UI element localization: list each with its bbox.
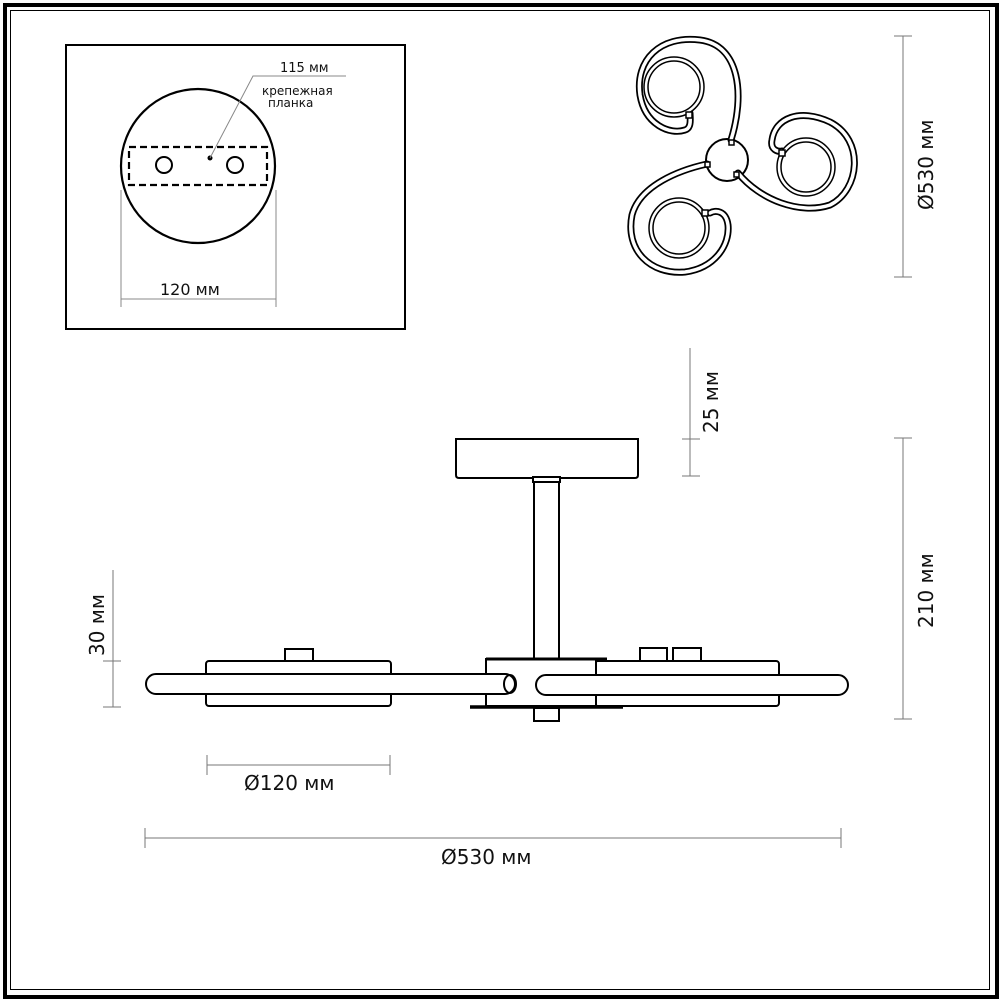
drawing-frame-inner [10,10,990,990]
hub-circle [705,138,749,182]
screw-hole-right [226,156,244,174]
total-height-label: 210 мм [914,553,938,628]
right-tube [535,674,849,696]
stem [533,477,560,662]
bracket-label-line2: планка [268,96,313,110]
arm-lower-left [627,160,732,276]
side-canopy [455,438,639,479]
arm-right [734,112,858,212]
drawing-frame-outer [3,3,999,999]
canopy-width-label: 120 мм [160,280,220,299]
right-ring-driver-2 [672,647,702,662]
leader-line [209,75,346,159]
ring-height-label: 30 мм [85,594,109,656]
left-tube [145,673,516,695]
stem-cap [532,476,561,483]
bracket-label-line1: крепежная [262,84,333,98]
side-dimensions [103,348,912,848]
right-ring-driver-1 [639,647,668,662]
side-view [145,438,849,722]
arm-upper-left [635,35,742,144]
ring-diameter-label: Ø120 мм [244,771,334,795]
screw-hole-left [155,156,173,174]
bottom-stud [533,707,560,722]
overall-diameter-label: Ø530 мм [441,845,531,869]
canopy-circle [119,87,277,245]
mount-panel [65,44,406,330]
left-ring-driver [284,648,314,662]
mounting-bracket [127,145,269,187]
top-view-diameter-dimension [894,35,912,278]
top-view [627,35,858,276]
top-view-diameter-label: Ø530 мм [914,120,938,210]
canopy-height-label: 25 мм [699,371,723,433]
bracket-dimension-label: 115 мм [280,61,329,76]
